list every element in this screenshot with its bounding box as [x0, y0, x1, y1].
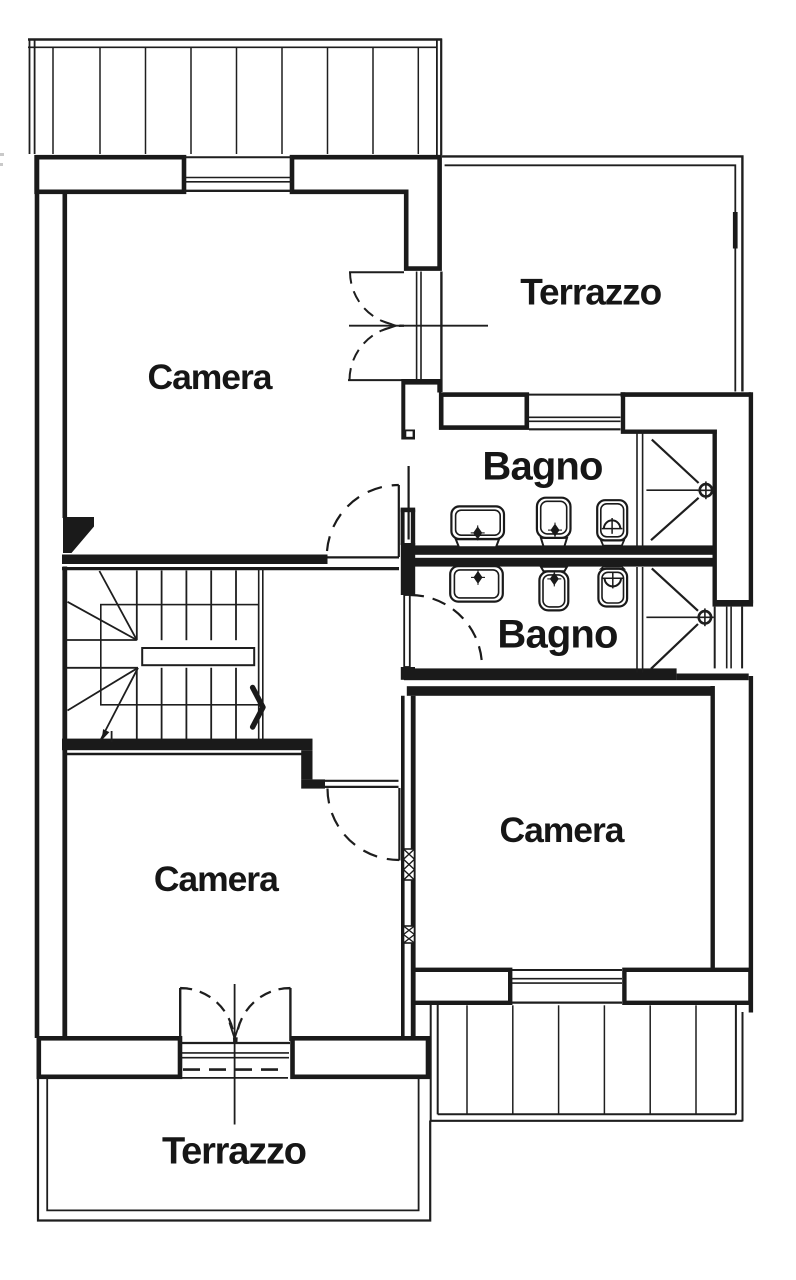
svg-text:Camera: Camera: [148, 357, 273, 397]
svg-text:Bagno: Bagno: [482, 445, 602, 489]
svg-text:Camera: Camera: [154, 859, 279, 899]
svg-text:Terrazzo: Terrazzo: [520, 272, 661, 313]
svg-text:Camera: Camera: [500, 810, 625, 850]
svg-text:Terrazzo: Terrazzo: [162, 1131, 306, 1173]
svg-text:Bagno: Bagno: [497, 613, 617, 657]
